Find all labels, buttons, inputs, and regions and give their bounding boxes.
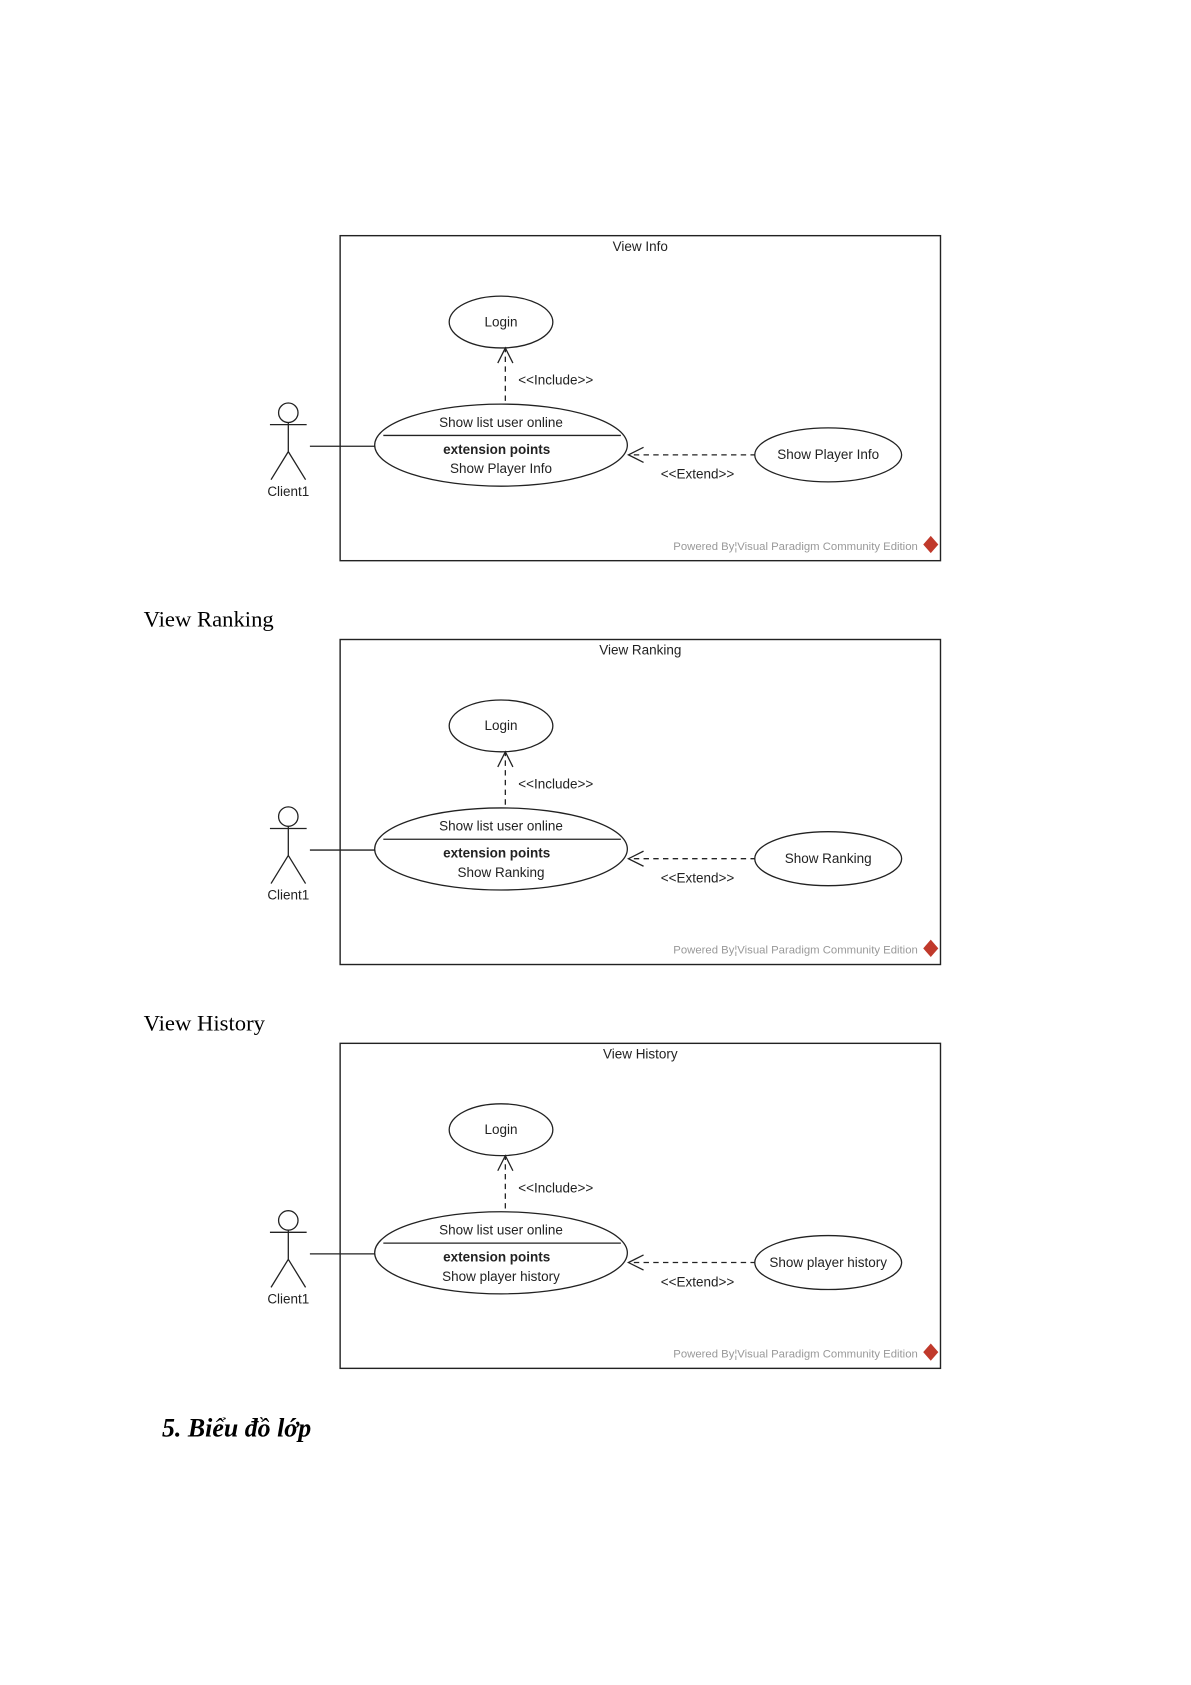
extend-label: <<Extend>> [661,870,735,885]
actor-label: Client1 [267,484,309,499]
system-boundary [339,638,942,966]
system-boundary [339,1042,942,1370]
actor-head [277,806,299,827]
include-label: <<Include>> [518,1180,593,1195]
system-boundary [339,234,942,562]
login-usecase-label: Login [485,1122,518,1137]
powered-by-watermark: Powered By¦Visual Paradigm Community Edi… [673,1349,918,1361]
main-usecase [374,1211,629,1295]
login-usecase [448,699,554,753]
include-arrowhead-icon [497,750,514,768]
actor-body [269,826,307,884]
main-usecase-label: Show list user online [439,415,563,430]
include-arrowhead-icon [497,1154,514,1172]
extension-point: Show Ranking [458,865,545,880]
extending-usecase-label: Show player history [769,1255,887,1270]
extension-points-label: extension points [443,846,550,861]
actor-icon [269,1210,307,1288]
powered-by-watermark: Powered By¦Visual Paradigm Community Edi… [673,541,918,553]
section-heading: 5. Biểu đồ lớp [162,1413,311,1442]
extend-label: <<Extend>> [661,1274,735,1289]
include-label: <<Include>> [518,373,593,388]
extension-points-label: extension points [443,442,550,457]
extension-point: Show player history [442,1269,560,1284]
diagram-title: View Ranking [599,643,681,658]
extend-arrowhead-icon [626,446,644,463]
extending-usecase-label: Show Player Info [777,447,879,462]
actor-body [269,422,307,481]
extending-usecase-label: Show Ranking [785,851,872,866]
actor-label: Client1 [267,888,309,903]
actor-label: Client1 [267,1292,309,1307]
main-usecase-label: Show list user online [439,1222,563,1237]
extending-usecase [754,427,903,483]
login-usecase-label: Login [485,314,518,329]
actor-body [269,1230,307,1288]
main-usecase [374,403,629,487]
visual-paradigm-logo-icon [923,1343,939,1361]
main-usecase-label: Show list user online [439,819,563,834]
extend-arrowhead-icon [626,850,644,867]
login-usecase [448,1103,554,1157]
extend-arrowhead-icon [626,1254,644,1271]
actor-icon [269,806,307,884]
login-usecase-label: Login [485,718,518,733]
powered-by-watermark: Powered By¦Visual Paradigm Community Edi… [673,945,918,957]
extending-usecase [754,831,903,887]
extension-points-label: extension points [443,1249,550,1264]
actor-icon [269,402,307,481]
diagram-title: View Info [613,239,668,254]
diagram-title: View History [603,1046,678,1061]
extension-point: Show Player Info [450,461,552,476]
include-arrowhead-icon [497,346,514,364]
actor-head [277,402,299,424]
section-label-view-ranking: View Ranking [144,607,274,632]
login-usecase [448,295,554,349]
main-usecase [374,807,629,891]
extend-label: <<Extend>> [661,467,735,482]
actor-head [277,1210,299,1231]
extending-usecase [754,1234,903,1291]
include-label: <<Include>> [518,777,593,792]
section-label-view-history: View History [144,1010,266,1035]
